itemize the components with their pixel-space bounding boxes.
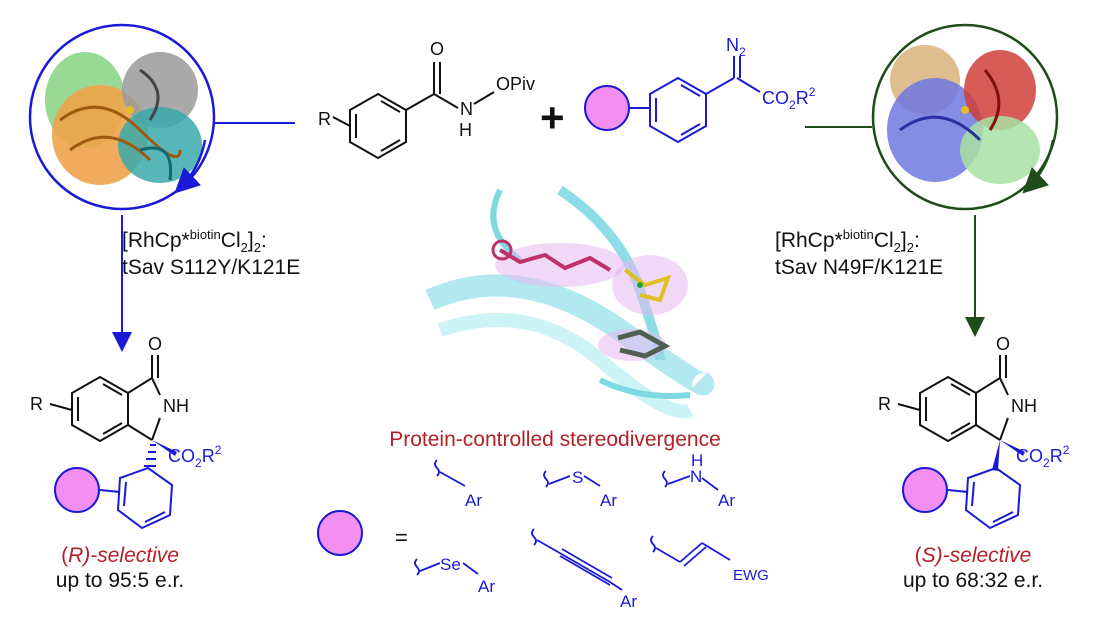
legend-aryl: Ar	[465, 491, 482, 510]
right-product-nh: NH	[1011, 396, 1037, 416]
left-hash-bond	[144, 444, 156, 467]
right-selectivity: (S)-selective up to 68:32 e.r.	[888, 543, 1058, 593]
right-er: up to 68:32 e.r.	[902, 569, 1044, 593]
left-product-aryl	[99, 466, 174, 530]
benzamide-n: N	[460, 99, 473, 119]
left-wedge-bond	[152, 440, 177, 456]
benzamide-r: R	[318, 109, 331, 129]
left-er: up to 95:5 e.r.	[55, 569, 185, 593]
legend-alkyne-ar: Ar	[620, 592, 637, 611]
legend-s-ar: Ar	[600, 491, 617, 510]
right-catalyst-line1: [RhCp*biotinCl2]2:	[775, 227, 920, 256]
left-protein-image	[28, 23, 216, 211]
left-product-structure	[49, 355, 161, 443]
active-site-image	[425, 182, 715, 422]
left-product-o: O	[148, 334, 162, 354]
right-catalyst-label: [RhCp*biotinCl2]2: tSav N49F/K121E	[775, 227, 944, 280]
right-product-aryl	[947, 466, 1022, 530]
benzamide-o: O	[430, 39, 444, 59]
diazo-structure	[629, 56, 761, 144]
left-catalyst-label: [RhCp*biotinCl2]2: tSav S112Y/K121E	[122, 227, 301, 280]
benzamide-structure	[332, 62, 495, 160]
left-catalyst-line1: [RhCp*biotinCl2]2:	[122, 227, 267, 256]
legend-s: S	[572, 468, 583, 487]
pink-substituent-legend	[317, 510, 363, 556]
right-product-structure	[897, 355, 1009, 443]
right-product-r: R	[878, 394, 891, 414]
benzamide-h: H	[459, 120, 472, 140]
pink-substituent-right	[902, 467, 948, 513]
right-hash-bond	[1000, 440, 1025, 456]
plus-sign: +	[540, 94, 565, 141]
left-circle-arrow	[174, 139, 207, 194]
right-product-o: O	[996, 334, 1010, 354]
left-product-r: R	[30, 394, 43, 414]
legend-se: Se	[440, 555, 461, 574]
left-selectivity: (R)-selective up to 95:5 e.r.	[40, 543, 200, 593]
left-catalyst-line2: tSav S112Y/K121E	[122, 256, 301, 280]
left-product-nh: NH	[163, 396, 189, 416]
legend-equals: =	[395, 525, 408, 550]
diazo-ester: CO2R2	[762, 85, 816, 112]
right-selectivity-label: (S)-selective	[914, 544, 1032, 567]
legend-ewg: EWG	[733, 567, 769, 584]
legend-nh-ar: Ar	[718, 491, 735, 510]
benzamide-opiv: OPiv	[496, 74, 535, 94]
left-product-ester: CO2R2	[168, 443, 222, 470]
left-selectivity-label: (R)-selective	[61, 544, 179, 567]
right-catalyst-line2: tSav N49F/K121E	[775, 256, 944, 280]
right-circle-arrow	[1022, 139, 1055, 194]
center-caption: Protein-controlled stereodivergence	[389, 428, 721, 451]
diazo-n2: N2	[726, 35, 746, 59]
legend-nh-n: N	[690, 467, 702, 486]
legend-bonds	[414, 459, 731, 591]
right-wedge-bond	[992, 440, 1000, 471]
pink-substituent-top	[584, 85, 630, 131]
pink-substituent-left	[54, 467, 100, 513]
legend-se-ar: Ar	[478, 577, 495, 596]
right-protein-image	[871, 23, 1059, 211]
legend-nh-h: H	[691, 451, 703, 470]
right-product-ester: CO2R2	[1016, 443, 1070, 470]
